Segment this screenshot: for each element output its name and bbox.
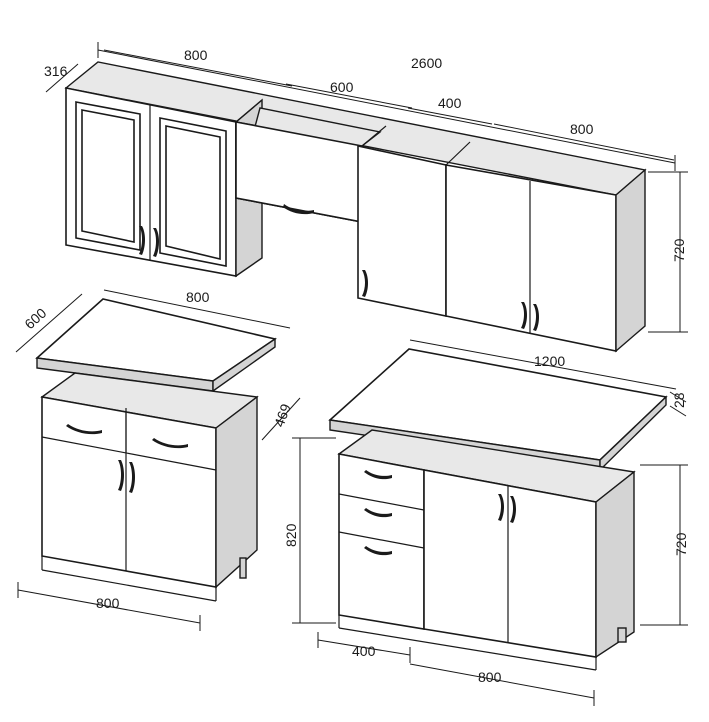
- handle-icon: [533, 304, 539, 331]
- dim-base2-w1: 400: [352, 643, 376, 659]
- leg-icon: [239, 557, 247, 579]
- handle-icon: [521, 302, 527, 329]
- base2-dimensions: 1200 28 820 720 400 800: [283, 339, 689, 706]
- handle-icon: [118, 460, 124, 491]
- dim-base1-top-depth: 600: [21, 305, 49, 333]
- handle-icon: [364, 546, 392, 556]
- dim-total-width: 2600: [411, 55, 442, 71]
- dim-upper-w1: 800: [184, 47, 208, 63]
- dim-base2-top-thickness: 28: [671, 392, 687, 408]
- upper-dimensions: 2600 316 800 600 400 800 720: [44, 42, 688, 333]
- dim-upper-w2: 600: [330, 79, 354, 95]
- dim-base2-top-width: 1200: [534, 353, 565, 369]
- dim-base1-width: 800: [96, 595, 120, 611]
- handle-icon: [364, 470, 392, 480]
- upper-cabinet-3: [357, 145, 447, 317]
- dim-upper-depth: 316: [44, 63, 68, 79]
- upper-cabinet-4: [445, 164, 646, 353]
- dim-upper-w3: 400: [438, 95, 462, 111]
- handle-icon: [129, 462, 135, 493]
- dim-upper-w4: 800: [570, 121, 594, 137]
- handle-icon: [364, 508, 392, 518]
- dim-base2-total-height: 820: [283, 523, 299, 547]
- dim-base2-cab-height: 720: [673, 532, 689, 556]
- dim-base1-side-depth: 469: [271, 401, 294, 429]
- dim-base1-top-width: 800: [186, 289, 210, 305]
- dim-upper-height: 720: [671, 238, 687, 262]
- base-cabinet-1: [35, 298, 277, 602]
- handle-icon: [510, 496, 516, 523]
- handle-icon: [283, 204, 314, 215]
- handle-icon: [66, 424, 102, 435]
- handle-icon: [139, 226, 145, 255]
- upper-cabinets: [64, 61, 647, 353]
- base-cabinet-2: [328, 348, 668, 671]
- leg-icon: [617, 627, 627, 643]
- handle-icon: [152, 438, 188, 449]
- handle-icon: [498, 494, 504, 521]
- base1-dimensions: 600 800 469 800: [15, 289, 301, 631]
- handle-icon: [362, 270, 368, 297]
- dim-base2-w2: 800: [478, 669, 502, 685]
- handle-icon: [153, 228, 159, 257]
- upper-cabinet-2: [235, 107, 382, 223]
